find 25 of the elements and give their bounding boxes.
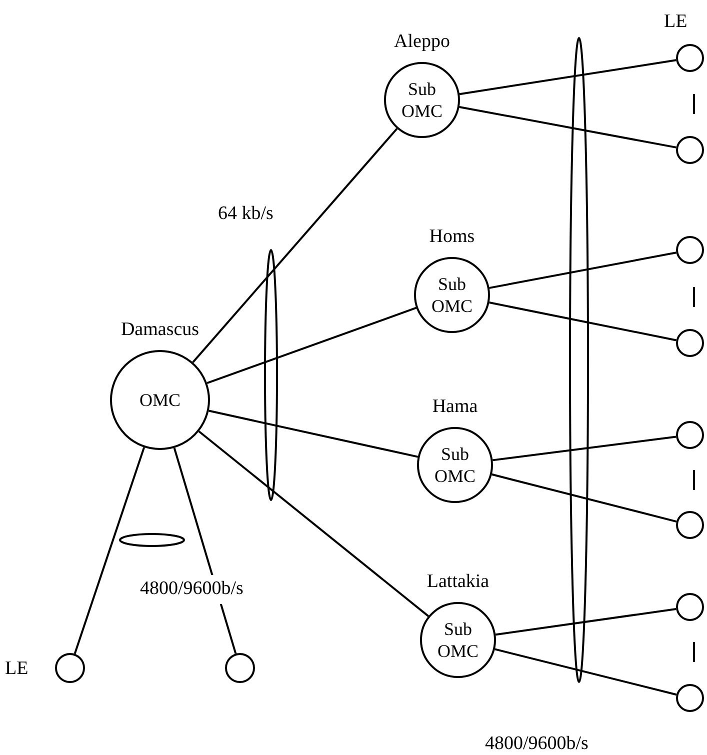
link-line: [492, 473, 677, 522]
link-line: [208, 410, 418, 458]
le-label: LE: [664, 10, 688, 34]
link-line: [495, 608, 676, 636]
node-label: Sub OMC: [433, 443, 476, 487]
le-label: LE: [5, 657, 28, 681]
node-label: Sub OMC: [430, 273, 474, 317]
link-line: [192, 128, 398, 363]
link-line: [492, 436, 676, 462]
link-line: [494, 648, 677, 696]
city-label: Aleppo: [394, 30, 450, 54]
link-line: [489, 302, 676, 342]
city-label: Damascus: [120, 318, 200, 342]
city-label: Homs: [429, 225, 475, 249]
link-line: [459, 59, 676, 96]
city-label: Lattakia: [426, 570, 490, 594]
city-label: Hama: [432, 395, 478, 419]
node-label: OMC: [138, 389, 182, 411]
link-line: [198, 430, 430, 617]
link-line: [459, 106, 676, 148]
node-label: Sub OMC: [400, 78, 444, 122]
link-line: [74, 447, 146, 654]
node-label: Sub OMC: [436, 618, 480, 662]
link-line: [489, 252, 676, 289]
rate-label: 4800/9600b/s: [140, 575, 244, 604]
